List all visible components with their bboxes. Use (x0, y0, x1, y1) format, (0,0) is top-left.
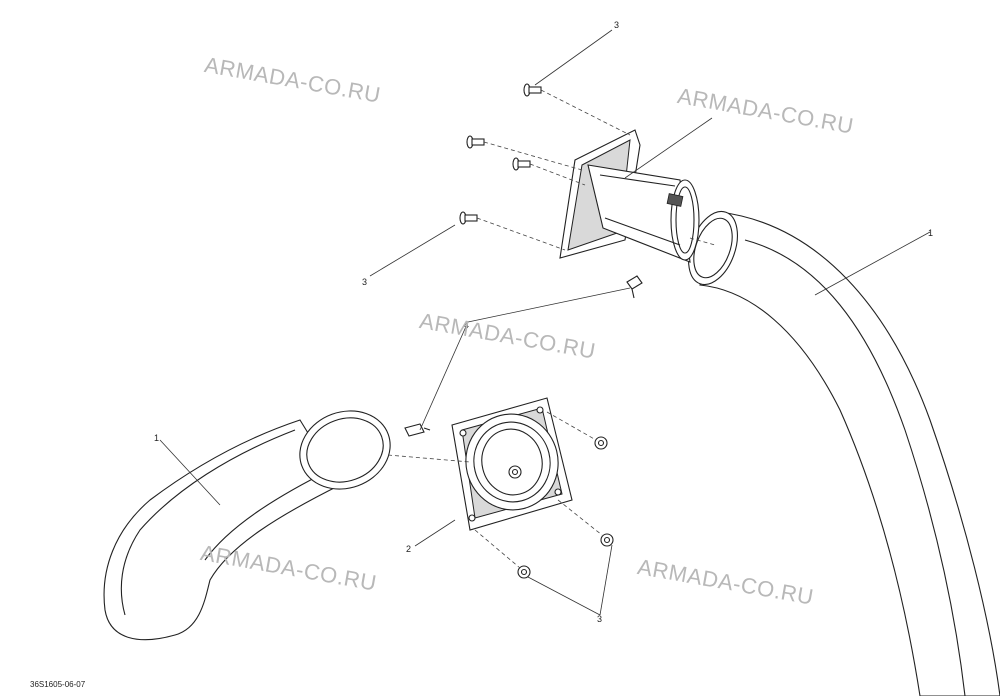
leader-lines (159, 29, 931, 616)
screw-top-4 (459, 211, 478, 225)
callout-3-top: 3 (614, 20, 619, 30)
callout-2: 2 (406, 544, 411, 554)
square-flange-bottom (451, 397, 573, 531)
screw-top-2 (466, 135, 485, 149)
curved-duct-right (688, 210, 1000, 696)
screw-bottom-2 (508, 465, 522, 479)
flange-adapter-top (559, 129, 700, 263)
screw-top-1 (523, 83, 542, 97)
callout-1-right: 1 (928, 228, 933, 238)
callout-3-left: 3 (362, 277, 367, 287)
curved-duct-left (103, 410, 391, 641)
screws (459, 83, 614, 579)
assembly-lines (387, 89, 716, 569)
fastener-top (626, 275, 643, 299)
screw-bottom-3 (600, 533, 614, 547)
callout-1-left: 1 (154, 433, 159, 443)
callout-numbers: 3 3 1 1 2 4 3 (154, 20, 933, 624)
screw-bottom-4 (517, 565, 531, 579)
screw-bottom-1 (594, 436, 608, 450)
callout-4: 4 (464, 320, 469, 330)
callout-3-bottom: 3 (597, 614, 602, 624)
diagram-reference-code: 36S1605-06-07 (30, 680, 86, 689)
fastener-bottom (404, 423, 431, 437)
screw-top-3 (512, 157, 531, 171)
